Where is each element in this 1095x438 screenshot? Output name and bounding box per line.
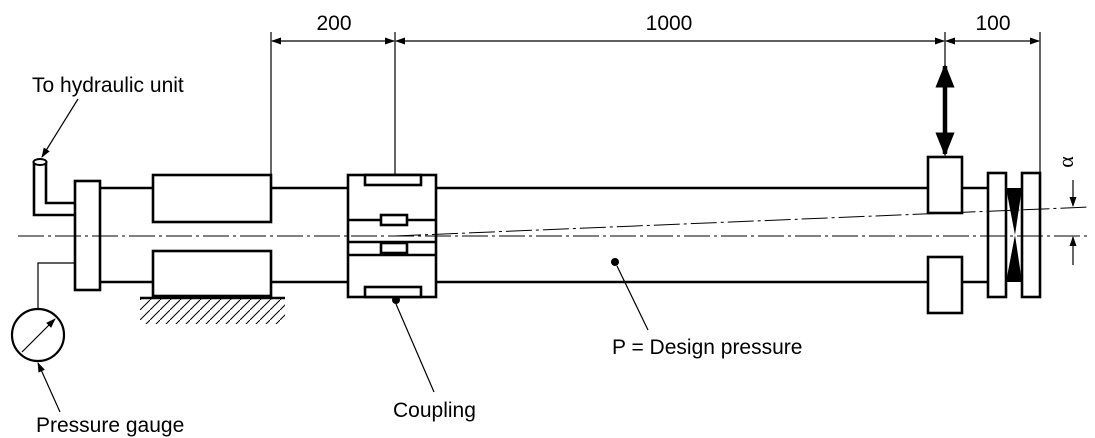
gauge-line: [37, 262, 75, 308]
coupling-bottom-bar: [363, 285, 423, 299]
end-flange-right-outer: [1020, 171, 1042, 299]
pressure-leader: [616, 265, 649, 331]
coupling-top-bar: [363, 173, 423, 187]
angle-indicator: α: [1053, 156, 1078, 265]
dimension-lines: 200 1000 100: [270, 12, 1041, 176]
gauge-dial: [10, 307, 66, 363]
coupling-pin: [379, 213, 409, 227]
seal-wedge-bottom: [1006, 235, 1022, 282]
dimension-100: 100: [975, 12, 1010, 35]
ground-fixed-support: [140, 296, 285, 324]
support-block-bottom: [151, 249, 273, 298]
angle-alpha-label: α: [1053, 156, 1078, 168]
end-cap-right: [986, 171, 1042, 299]
hydraulic-inlet: [32, 158, 75, 217]
inlet-tube-inner: [44, 162, 75, 205]
load-block-bottom: [926, 255, 964, 315]
gauge-needle: [21, 318, 56, 353]
design-pressure-label: P = Design pressure: [612, 336, 802, 359]
seal-wedge-top: [1006, 188, 1022, 235]
coupling-pin: [379, 241, 409, 255]
pressure-gauge-label: Pressure gauge: [36, 414, 184, 437]
pressure-point-dot: [611, 258, 619, 266]
ground-hatching: [140, 298, 285, 324]
pressure-gauge: [10, 307, 66, 363]
coupling: [346, 173, 438, 304]
load-block-top: [926, 155, 964, 215]
support-block-top: [151, 173, 273, 224]
gauge-leader: [37, 362, 61, 413]
hydraulic-leader: [41, 98, 79, 158]
end-flange-right-inner: [986, 171, 1008, 299]
coupling-leader: [395, 303, 435, 393]
coupling-marker-dot: [392, 296, 400, 304]
hydraulic-unit-label: To hydraulic unit: [32, 74, 184, 97]
inlet-tube-opening: [32, 158, 48, 166]
coupling-label: Coupling: [393, 399, 476, 422]
centerline-deflected: [394, 206, 1091, 237]
dimension-1000: 1000: [646, 12, 693, 35]
inlet-tube-outer: [32, 162, 75, 217]
dimension-200: 200: [316, 12, 351, 35]
